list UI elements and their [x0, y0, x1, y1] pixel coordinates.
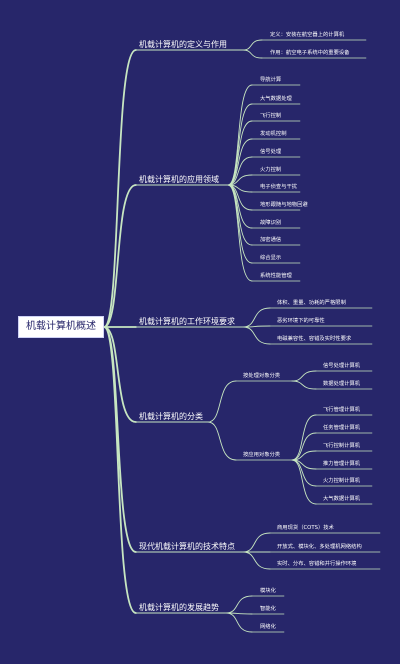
leaf-connector — [225, 612, 253, 633]
group-by-application-object[interactable]: 按应用对象分类 — [243, 452, 281, 458]
leaf-connector — [227, 156, 253, 186]
leaf-networking[interactable]: 网络化 — [260, 624, 276, 630]
leaf-connector — [291, 459, 317, 487]
leaf-connector — [227, 103, 253, 186]
leaf-connector — [227, 184, 253, 282]
leaf-connector — [242, 326, 271, 345]
leaf-connector — [291, 450, 317, 461]
leaf-emc[interactable]: 电磁兼容性、容错及实时性要求 — [277, 336, 352, 342]
leaf-data-computer[interactable]: 数据处理计算机 — [323, 381, 361, 387]
leaf-connector — [291, 459, 317, 505]
leaf-signal-processing[interactable]: 信号处理 — [260, 149, 282, 155]
leaf-connector — [242, 307, 271, 328]
leaf-encrypted-comm[interactable]: 加密通信 — [260, 237, 282, 243]
leaf-role[interactable]: 作用：航空电子系统中的重要设备 — [270, 50, 350, 56]
leaf-engine-control[interactable]: 发动机控制 — [260, 131, 287, 137]
leaf-fault-identification[interactable]: 故障识别 — [260, 220, 282, 226]
branch-environment-requirements[interactable]: 机载计算机的工作环境要求 — [139, 317, 235, 326]
branch-development-trends[interactable]: 机载计算机的发展趋势 — [139, 603, 219, 612]
root-branch-connector — [103, 49, 137, 328]
leaf-cots[interactable]: 商用现货（COTS）技术 — [277, 525, 334, 531]
sub-connector — [207, 421, 237, 461]
branch-classification[interactable]: 机载计算机的分类 — [139, 412, 203, 421]
leaf-connector — [242, 39, 263, 51]
leaf-flight-control[interactable]: 飞行控制 — [260, 113, 282, 119]
leaf-fire-control[interactable]: 火力控制 — [260, 167, 282, 173]
leaf-realtime-distributed[interactable]: 实时、分布、容错和并行操作环境 — [277, 561, 357, 567]
leaf-intelligence[interactable]: 智能化 — [260, 606, 276, 612]
leaf-connector — [227, 138, 253, 186]
leaf-size-weight-power[interactable]: 体积、重量、功耗的严格限制 — [277, 300, 346, 306]
leaf-connector — [291, 432, 317, 461]
leaf-open-modular[interactable]: 开放式、模块化、多处理机网络结构 — [277, 544, 362, 550]
leaf-reliability[interactable]: 恶劣环境下的可靠性 — [277, 318, 325, 324]
leaf-integrated-display[interactable]: 综合显示 — [260, 255, 282, 261]
branch-application-fields[interactable]: 机载计算机的应用领域 — [139, 175, 219, 184]
leaf-thrust-mgmt-computer[interactable]: 推力管理计算机 — [323, 461, 361, 467]
leaf-ew[interactable]: 电子侦查与干扰 — [260, 184, 298, 190]
leaf-navigation[interactable]: 导航计算 — [260, 77, 282, 83]
leaf-mission-mgmt-computer[interactable]: 任务管理计算机 — [323, 425, 361, 431]
root-branch-connector — [103, 326, 137, 423]
leaf-air-data-computer[interactable]: 大气数据计算机 — [323, 496, 361, 502]
leaf-connector — [225, 595, 253, 614]
root-branch-connector — [103, 326, 137, 614]
leaf-flight-mgmt-computer[interactable]: 飞行管理计算机 — [323, 407, 361, 413]
branch-definition-and-role[interactable]: 机载计算机的定义与作用 — [139, 40, 227, 49]
sub-connector — [207, 380, 237, 423]
leaf-connector — [291, 370, 317, 382]
leaf-connector — [227, 174, 253, 186]
leaf-connector — [242, 49, 263, 59]
root-node[interactable]: 机载计算机概述 — [18, 316, 104, 338]
leaf-modularization[interactable]: 模块化 — [260, 588, 276, 594]
root-branch-connector — [103, 184, 137, 328]
branch-tech-features[interactable]: 现代机载计算机的技术特点 — [139, 542, 235, 551]
leaf-connector — [291, 414, 317, 461]
leaf-connector — [242, 551, 271, 570]
leaf-performance-mgmt[interactable]: 系统性能管理 — [260, 273, 292, 279]
leaf-fire-control-computer[interactable]: 火力控制计算机 — [323, 478, 361, 484]
leaf-terrain-following[interactable]: 地形跟随与地物回避 — [260, 202, 308, 208]
leaf-flight-control-computer[interactable]: 飞行控制计算机 — [323, 443, 361, 449]
leaf-signal-computer[interactable]: 信号处理计算机 — [323, 363, 361, 369]
leaf-connector — [291, 380, 317, 390]
leaf-connector — [242, 532, 271, 553]
group-by-processing-object[interactable]: 按处理对象分类 — [243, 373, 281, 379]
leaf-definition[interactable]: 定义：安装在航空器上的计算机 — [270, 32, 345, 38]
leaf-air-data[interactable]: 大气数据处理 — [260, 96, 292, 102]
leaf-connector — [227, 84, 253, 186]
